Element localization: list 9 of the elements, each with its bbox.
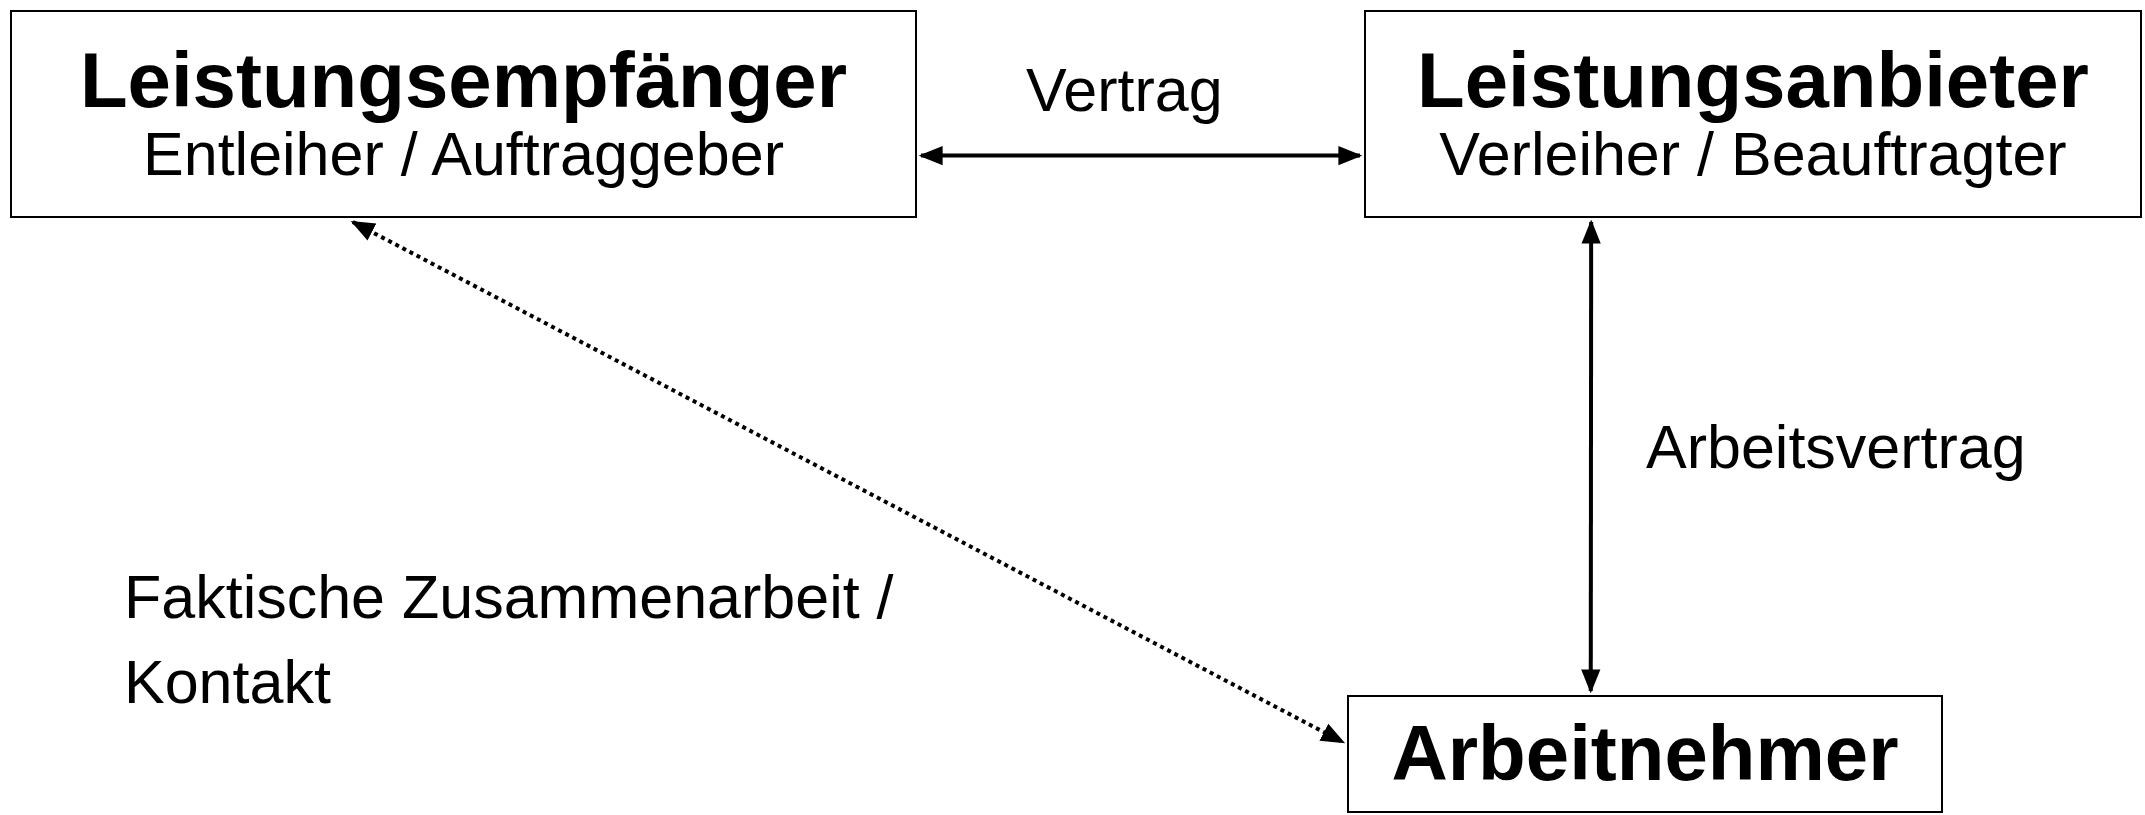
box-title: Arbeitnehmer: [1391, 713, 1899, 795]
arrow: [918, 146, 1363, 166]
box-title: Leistungsempfänger: [79, 39, 848, 122]
entity-box: [1364, 10, 2142, 218]
arrow: [1581, 219, 1601, 694]
entity-box: [10, 10, 917, 218]
entity-box: [1347, 695, 1943, 813]
box-title: Leistungsanbieter: [1417, 39, 2089, 122]
arrow: [350, 220, 1346, 744]
